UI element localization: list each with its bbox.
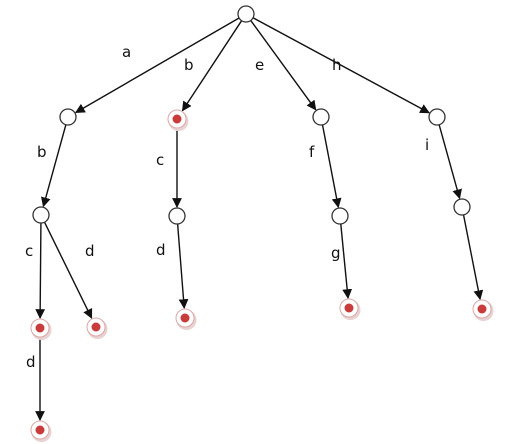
edge-label-ab-abc: c <box>25 242 33 260</box>
terminal-node-efg <box>339 298 361 320</box>
edge-a-ab <box>41 124 67 208</box>
terminal-node-hij <box>472 299 494 321</box>
edge-label-root-h: h <box>332 56 342 74</box>
edge-label-root-e: e <box>255 56 264 74</box>
edges-layer <box>35 17 484 421</box>
node-hi <box>453 198 471 216</box>
edge-label-ab-abd: d <box>85 242 95 260</box>
nodes-layer <box>30 5 494 442</box>
edge-h-hi <box>438 124 462 200</box>
edge-label-ef-efg: g <box>331 244 341 262</box>
edge-root-a <box>74 17 240 114</box>
terminal-node-bcd <box>175 308 197 330</box>
edge-label-a-ab: b <box>37 143 47 161</box>
terminal-node-abc <box>30 318 52 340</box>
edge-labels-layer: a b c d d b c d e f g h i <box>25 43 429 371</box>
edge-bc-bcd <box>176 223 189 310</box>
edge-label-h-hi: i <box>425 136 429 154</box>
edge-hi-hij <box>462 214 484 301</box>
edge-label-b-bc: c <box>156 151 164 169</box>
node-ab <box>32 206 50 224</box>
node-h <box>428 108 446 126</box>
node-a <box>59 108 77 126</box>
edge-root-b <box>181 20 243 112</box>
node-root <box>237 5 255 23</box>
edge-label-bc-bcd: d <box>156 241 166 259</box>
edge-root-e <box>250 20 317 111</box>
node-e <box>312 108 330 126</box>
edge-ab-abc <box>35 222 46 319</box>
node-ef <box>331 207 349 225</box>
terminal-node-abcd <box>30 420 52 442</box>
edge-ef-efg <box>340 223 353 300</box>
edge-root-h <box>252 17 430 114</box>
edge-ab-abd <box>43 221 93 319</box>
edge-label-root-b: b <box>184 56 194 74</box>
terminal-node-abd <box>86 317 108 339</box>
edge-label-root-a: a <box>122 43 131 61</box>
edge-e-ef <box>321 124 342 209</box>
edge-label-e-ef: f <box>309 143 315 161</box>
edge-label-abc-abcd: d <box>26 353 36 371</box>
node-bc <box>168 207 186 225</box>
terminal-node-b <box>167 109 189 131</box>
